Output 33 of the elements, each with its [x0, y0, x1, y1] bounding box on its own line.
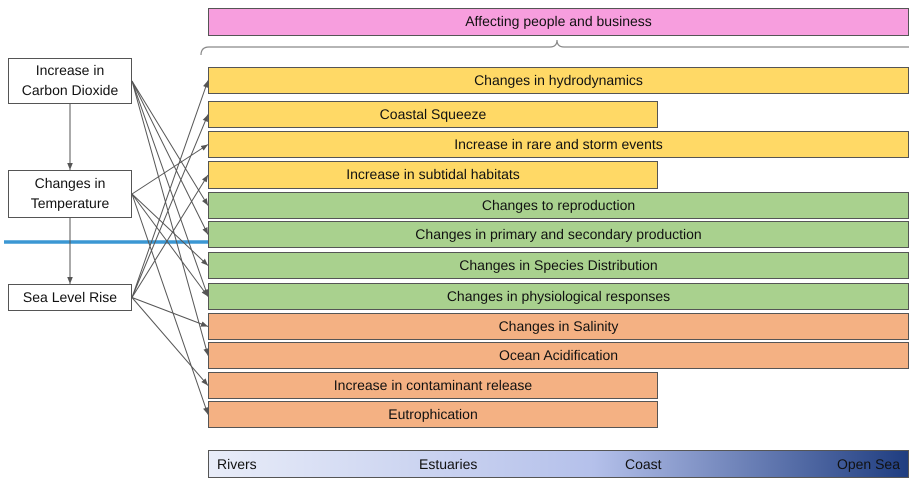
arrow: [132, 297, 208, 386]
scale-label: Rivers: [217, 456, 257, 472]
arrow: [67, 104, 73, 170]
effect-box: Changes in physiological responses: [208, 283, 909, 310]
effect-box: Changes in Species Distribution: [208, 252, 909, 279]
effect-box: Changes in hydrodynamics: [208, 67, 909, 94]
scale-label: Estuaries: [419, 456, 478, 472]
arrow: [132, 297, 208, 327]
arrow: [132, 194, 208, 297]
arrow: [132, 144, 208, 194]
arrow: [132, 194, 208, 266]
effect-box: Coastal Squeeze: [208, 101, 658, 128]
arrow: [132, 80, 208, 206]
effect-box: Increase in subtidal habitats: [208, 161, 658, 189]
cause-box: Sea Level Rise: [8, 284, 132, 311]
arrow: [132, 114, 208, 298]
arrow: [132, 80, 208, 235]
effect-box: Eutrophication: [208, 401, 658, 428]
effect-box: Changes in primary and secondary production: [208, 221, 909, 248]
impact-box: Affecting people and business: [208, 8, 909, 36]
arrow: [132, 194, 208, 415]
effect-box: Changes to reproduction: [208, 192, 909, 219]
effect-box: Increase in rare and storm events: [208, 131, 909, 158]
scale-label: Open Sea: [836, 456, 900, 472]
arrow: [67, 218, 73, 284]
scale-label: Coast: [625, 456, 662, 472]
cause-box: Increase in Carbon Dioxide: [8, 58, 132, 104]
effect-box: Changes in Salinity: [208, 313, 909, 340]
arrow: [132, 174, 208, 298]
effect-box: Ocean Acidification: [208, 342, 909, 369]
cause-box: Changes in Temperature: [8, 170, 132, 218]
effect-box: Increase in contaminant release: [208, 372, 658, 399]
arrow: [132, 80, 209, 356]
